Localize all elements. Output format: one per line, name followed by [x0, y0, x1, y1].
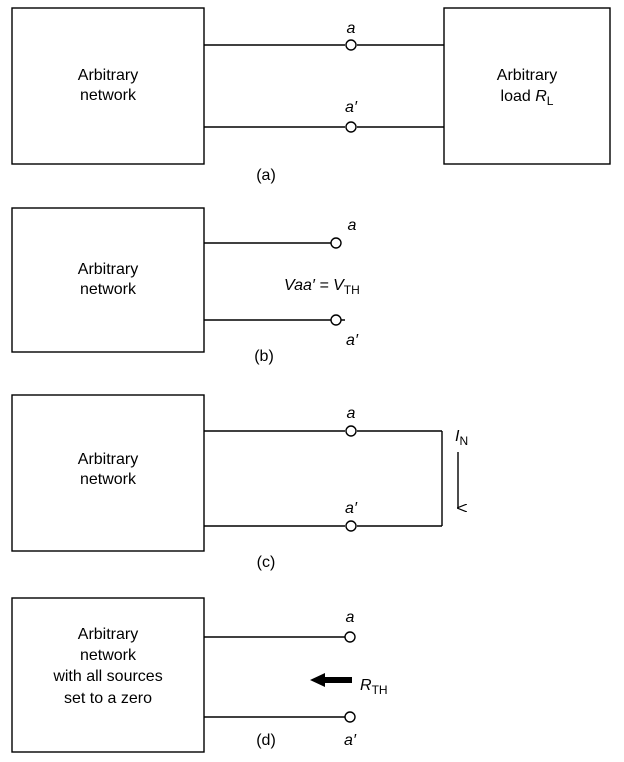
- panel-d: Arbitrary network with all sources set t…: [11, 597, 388, 753]
- terminal-a-prime-label: a′: [344, 732, 357, 749]
- load-label-line1: Arbitrary: [497, 67, 557, 84]
- open-circuit-voltage-label: Vaa′ = VTH: [284, 277, 360, 297]
- terminal-a-label: a: [348, 217, 357, 234]
- arbitrary-network-box: [11, 207, 205, 353]
- terminal-a-prime-label: a′: [345, 99, 358, 116]
- network-label-line2: network: [80, 471, 137, 488]
- panel-c: Arbitrary network a a′ IN (c): [11, 394, 468, 571]
- terminal-a-prime: [345, 121, 357, 133]
- terminal-a-prime-label: a′: [345, 500, 358, 517]
- terminal-a-prime-label: a′: [346, 332, 359, 349]
- arbitrary-network-box: [11, 7, 205, 165]
- arbitrary-network-box: [11, 394, 205, 552]
- terminal-a: [345, 39, 357, 51]
- network-label-line1: Arbitrary: [78, 451, 138, 468]
- terminal-a-prime: [344, 711, 356, 723]
- panel-b: Arbitrary network a a′ Vaa′ = VTH (b): [11, 207, 360, 365]
- network-label-line1: Arbitrary: [78, 67, 138, 84]
- thevenin-resistance-label: RTH: [360, 677, 388, 697]
- network-label-line2: network: [80, 87, 137, 104]
- caption-a: (a): [256, 167, 276, 184]
- arbitrary-load-box: [443, 7, 611, 165]
- load-label-line2: load RL: [501, 88, 554, 108]
- thevenin-resistance-arrow: [310, 673, 352, 687]
- terminal-a-label: a: [347, 405, 356, 422]
- caption-d: (d): [256, 732, 276, 749]
- network-label-line4: set to a zero: [64, 690, 152, 707]
- terminal-a-label: a: [347, 20, 356, 37]
- terminal-a-label: a: [346, 609, 355, 626]
- norton-current-label: IN: [455, 428, 468, 448]
- panel-a: Arbitrary network a a′ Arbitrary load RL…: [11, 7, 611, 184]
- network-label-line1: Arbitrary: [78, 626, 138, 643]
- caption-b: (b): [254, 348, 274, 365]
- network-label-line3: with all sources: [52, 668, 162, 685]
- network-label-line2: network: [80, 647, 137, 664]
- network-label-line2: network: [80, 281, 137, 298]
- network-label-line1: Arbitrary: [78, 261, 138, 278]
- terminal-a-prime: [345, 520, 357, 532]
- terminal-a: [344, 631, 356, 643]
- terminal-a-prime: [330, 314, 342, 326]
- arbitrary-network-box: [11, 597, 205, 753]
- caption-c: (c): [257, 554, 276, 571]
- terminal-a: [330, 237, 342, 249]
- terminal-a: [345, 425, 357, 437]
